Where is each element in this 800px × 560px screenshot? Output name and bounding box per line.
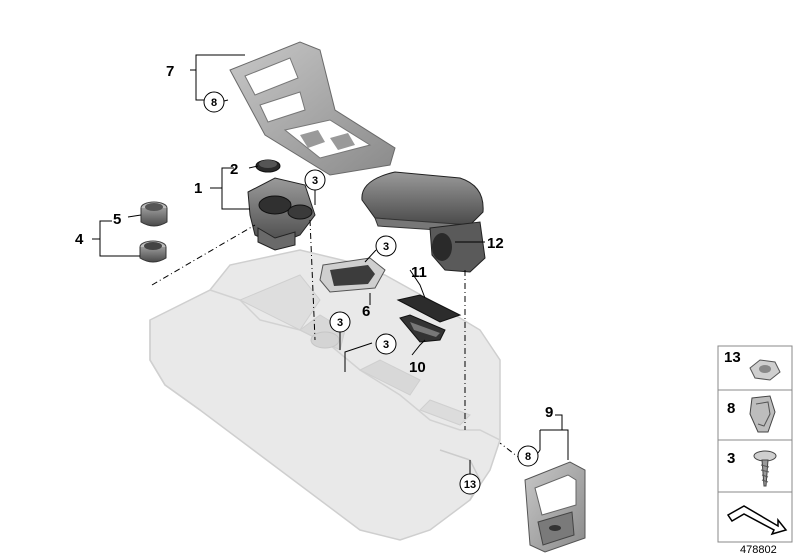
svg-text:8: 8: [211, 97, 217, 109]
document-number: 478802: [740, 544, 777, 556]
leader-lines: [92, 54, 569, 460]
armrest: [361, 171, 486, 273]
legend-number-3: 3: [727, 450, 735, 467]
svg-text:13: 13: [464, 479, 476, 491]
svg-text:3: 3: [312, 175, 318, 187]
screw-icon: [753, 450, 777, 487]
arrow-icon: [726, 505, 788, 536]
fastener-legend: 13 8 3: [717, 345, 793, 543]
cupholder-assembly: [247, 177, 316, 251]
cup-insert-upper: [140, 201, 168, 227]
cover-lower: [399, 314, 446, 343]
callout-6: 6: [362, 303, 370, 320]
legend-number-8: 8: [727, 400, 735, 417]
cup-insert-lower: [139, 240, 167, 263]
ref-circle-8-rear: 8: [517, 445, 539, 467]
ref-leaders: [314, 190, 471, 474]
svg-text:3: 3: [337, 317, 343, 329]
ref-circle-8-top: 8: [203, 91, 225, 113]
callout-12: 12: [487, 235, 504, 252]
trim-bezel: [229, 41, 396, 176]
ref-circle-3-console-right: 3: [375, 333, 397, 355]
svg-text:3: 3: [383, 241, 389, 253]
storage-tray: [319, 257, 386, 293]
ref-circle-13: 13: [459, 473, 481, 495]
round-cover: [255, 159, 281, 173]
callout-1: 1: [194, 180, 202, 197]
callout-4: 4: [75, 231, 84, 248]
cover-upper: [396, 294, 462, 323]
rear-panel: [524, 461, 586, 553]
nut-icon: [749, 359, 781, 381]
svg-text:8: 8: [525, 451, 531, 463]
clip-icon: [749, 395, 776, 433]
ref-circle-3-console-left: 3: [329, 311, 351, 333]
callout-2: 2: [230, 161, 238, 178]
center-console-body: [149, 249, 501, 541]
callout-11: 11: [411, 264, 427, 281]
ref-circle-3-cupholder: 3: [304, 169, 326, 191]
callout-9: 9: [545, 404, 553, 421]
callout-7: 7: [166, 63, 174, 80]
svg-text:3: 3: [383, 339, 389, 351]
callout-5: 5: [113, 211, 121, 228]
ref-circle-3-tray: 3: [375, 235, 397, 257]
legend-number-13: 13: [724, 349, 741, 366]
callout-10: 10: [409, 359, 426, 376]
